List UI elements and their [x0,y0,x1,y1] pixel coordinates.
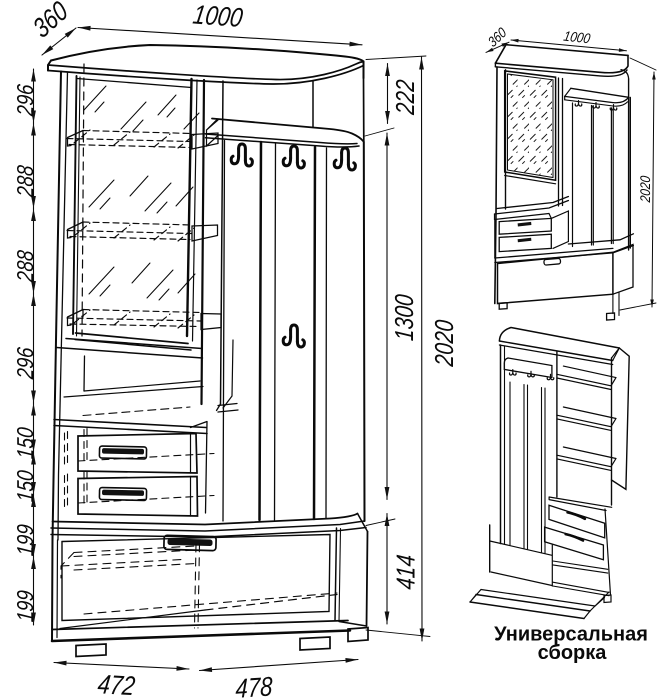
svg-text:296: 296 [13,346,38,381]
svg-text:222: 222 [391,79,420,117]
svg-text:478: 478 [235,672,273,700]
svg-text:2020: 2020 [430,319,459,369]
svg-text:414: 414 [391,554,420,591]
svg-text:1300: 1300 [390,293,419,342]
svg-text:2020: 2020 [637,174,653,204]
svg-text:199: 199 [13,589,38,623]
svg-text:360: 360 [485,23,510,50]
svg-text:296: 296 [13,83,38,118]
svg-text:150: 150 [13,426,38,460]
svg-text:Универсальная: Универсальная [494,624,648,646]
svg-text:1000: 1000 [562,28,592,47]
svg-text:472: 472 [96,670,137,700]
svg-text:1000: 1000 [191,1,245,34]
svg-text:288: 288 [13,164,38,199]
svg-text:150: 150 [13,469,38,503]
svg-text:199: 199 [13,523,38,557]
svg-text:360: 360 [28,0,73,44]
svg-text:сборка: сборка [538,642,608,664]
svg-text:288: 288 [13,249,38,284]
